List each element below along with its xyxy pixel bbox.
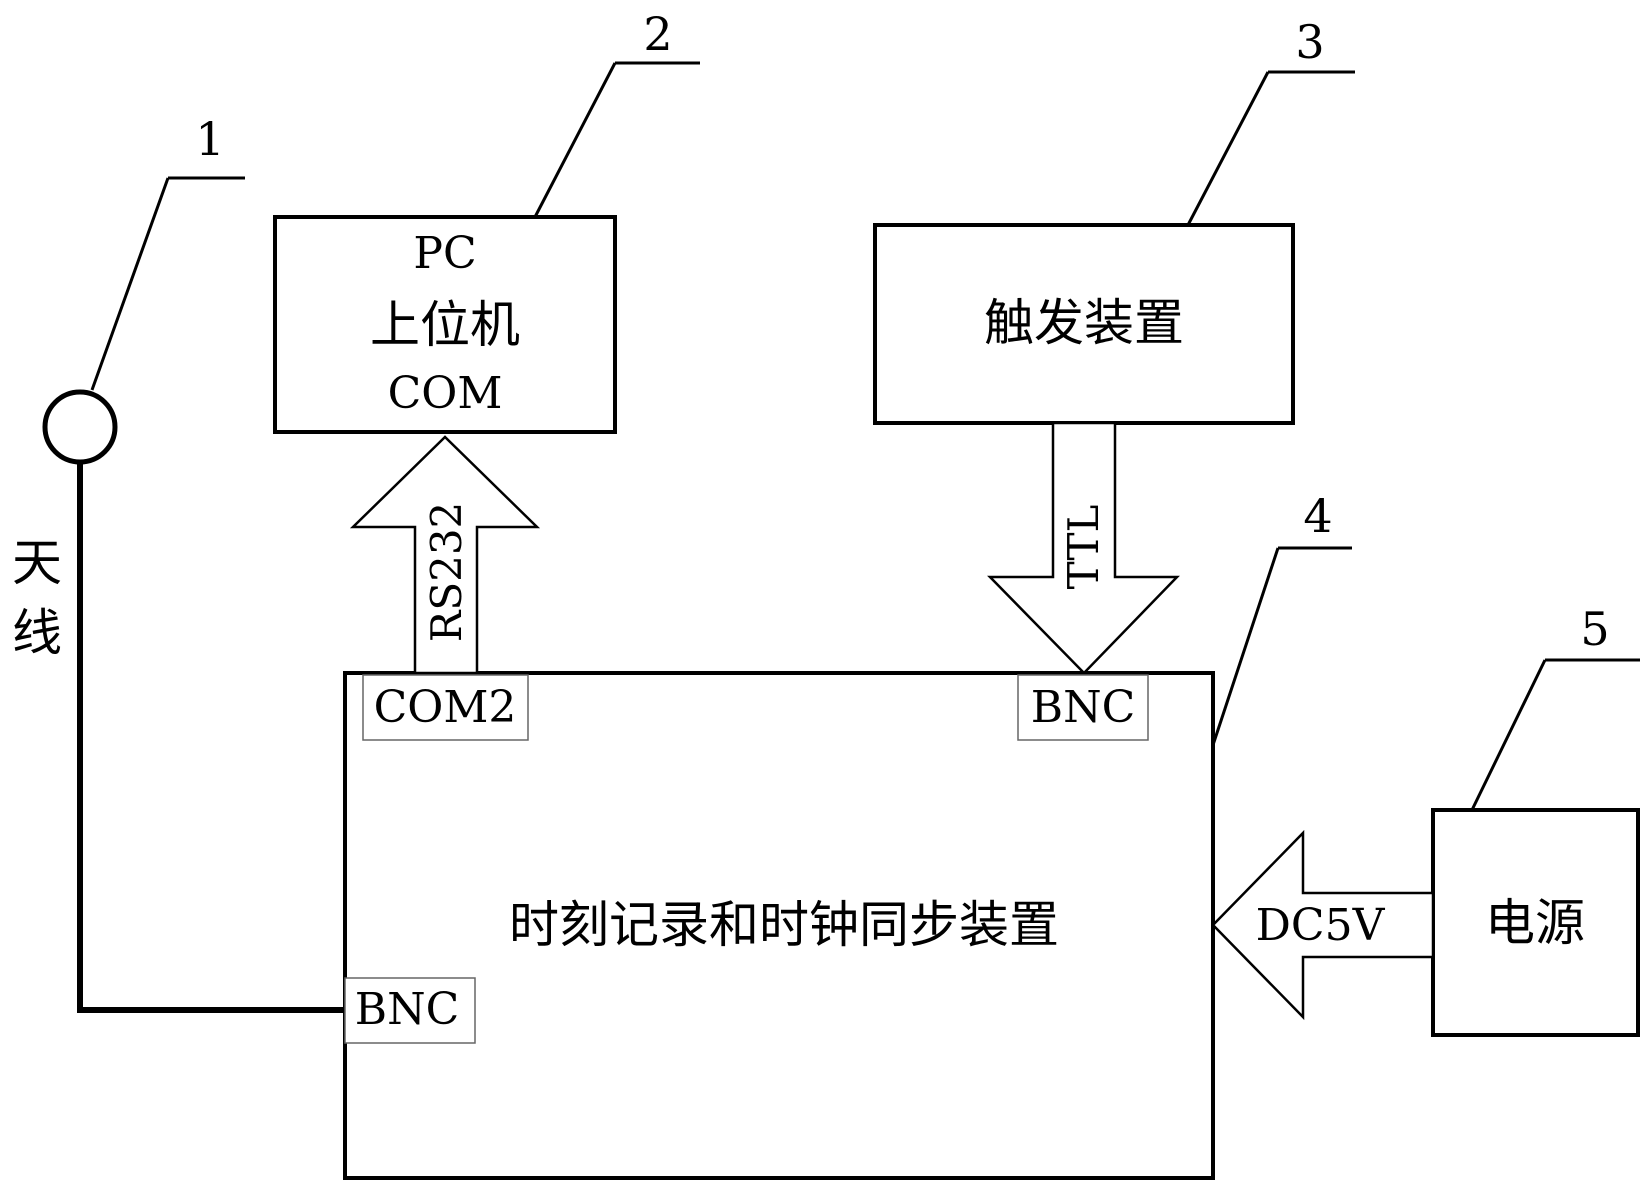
ref-numeral-1: 1 <box>195 112 224 166</box>
dc5v-arrow: DC5V <box>1213 833 1433 1017</box>
port-bnc-left: BNC <box>345 978 475 1043</box>
pc-host-label: 上位机 <box>370 296 520 354</box>
ref-5-leader: 5 <box>1472 602 1640 810</box>
rs232-arrow: RS232 <box>353 437 537 673</box>
pc-label: PC <box>413 228 476 279</box>
antenna-label-line1: 天 <box>12 534 62 592</box>
ref-numeral-5: 5 <box>1580 602 1609 656</box>
port-bnc-left-label: BNC <box>355 984 460 1035</box>
pc-com-label: COM <box>388 368 503 419</box>
dc5v-label: DC5V <box>1256 900 1386 951</box>
main-device-box: 时刻记录和时钟同步装置 <box>345 673 1213 1178</box>
power-supply-box: 电源 <box>1433 810 1638 1035</box>
ref-4-leader: 4 <box>1213 489 1352 745</box>
trigger-device-label: 触发装置 <box>984 294 1184 352</box>
ref-3-leader: 3 <box>1188 15 1355 225</box>
ref-numeral-4: 4 <box>1303 489 1332 543</box>
ttl-arrow: TTL <box>990 423 1177 673</box>
ref-2-leader: 2 <box>535 7 700 217</box>
power-supply-label: 电源 <box>1485 894 1585 952</box>
ttl-label: TTL <box>1059 505 1108 590</box>
port-bnc-top: BNC <box>1018 675 1148 740</box>
trigger-device-box: 触发装置 <box>875 225 1293 423</box>
antenna: 天 线 <box>12 392 345 1010</box>
port-com2-label: COM2 <box>374 682 517 733</box>
antenna-label-line2: 线 <box>12 604 62 662</box>
rs232-label: RS232 <box>422 502 471 643</box>
ref-numeral-2: 2 <box>643 7 672 61</box>
antenna-symbol <box>45 392 115 462</box>
ref-numeral-3: 3 <box>1295 15 1324 69</box>
port-bnc-top-label: BNC <box>1031 682 1136 733</box>
port-com2: COM2 <box>363 675 528 740</box>
ref-1-leader: 1 <box>92 112 245 390</box>
main-device-label: 时刻记录和时钟同步装置 <box>509 896 1059 954</box>
pc-host-box: PC 上位机 COM <box>275 217 615 432</box>
antenna-cable <box>80 462 345 1010</box>
